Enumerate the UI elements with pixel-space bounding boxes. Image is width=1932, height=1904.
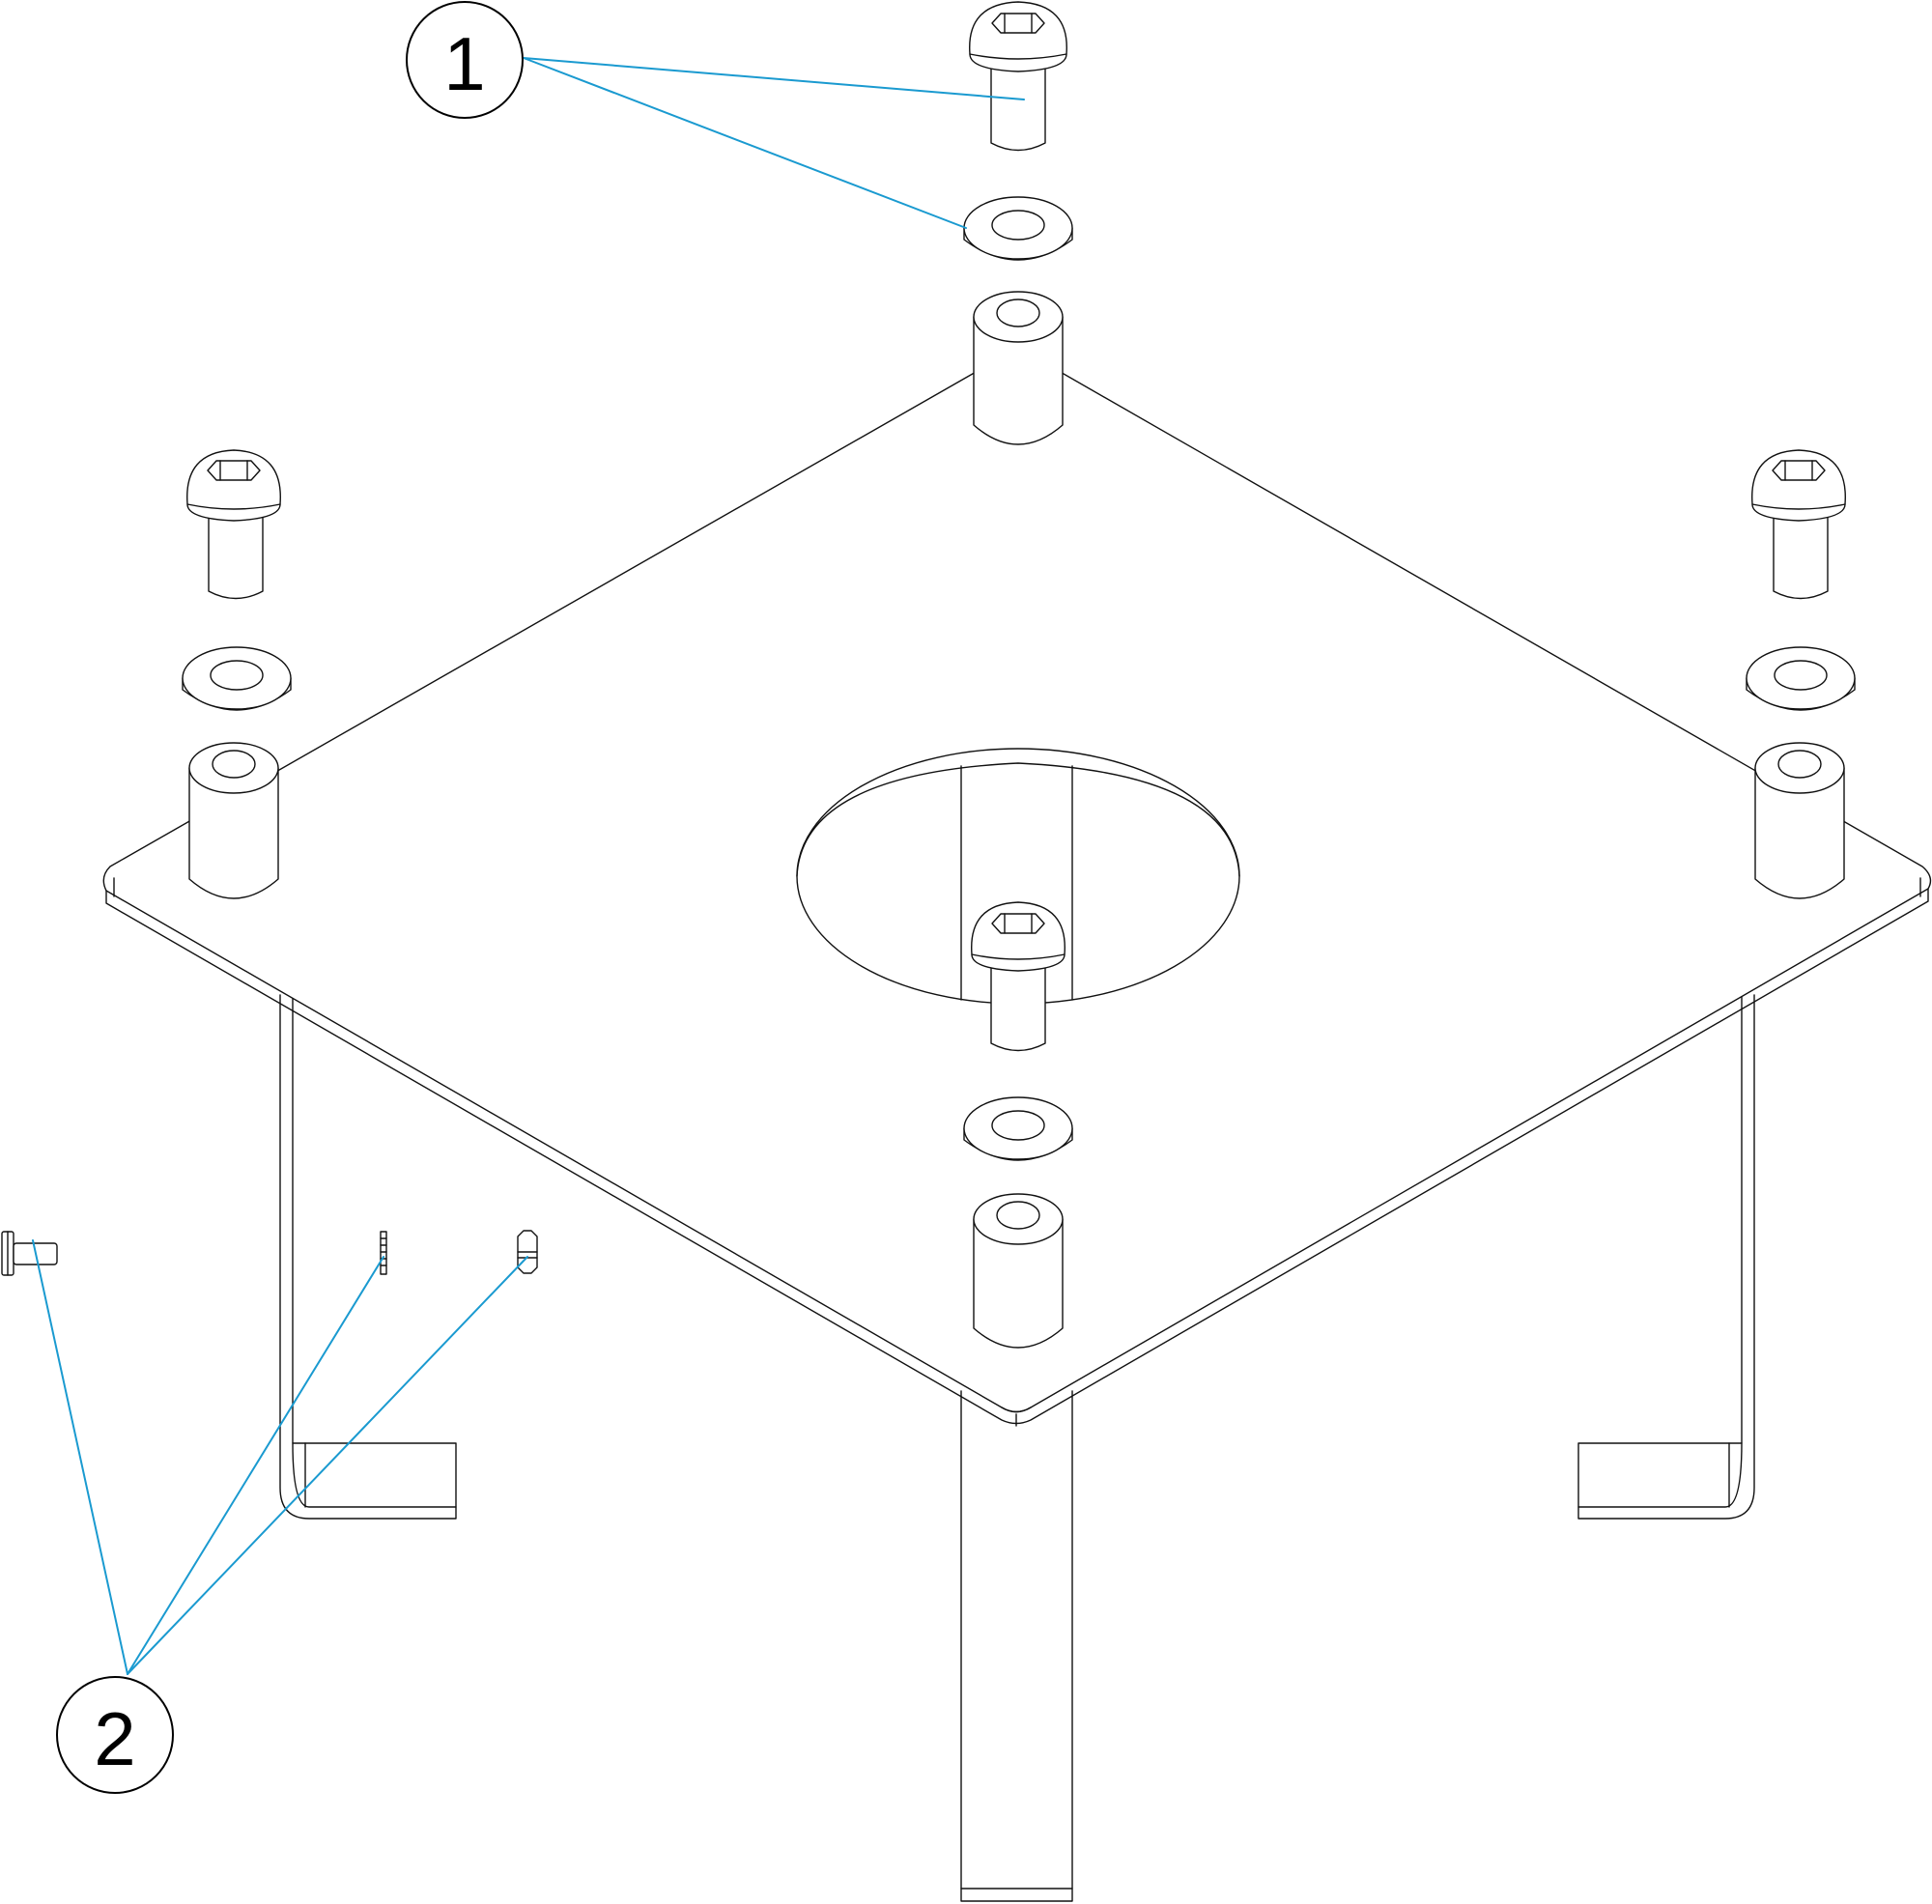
leader-lines-1	[523, 57, 1025, 229]
leader-lines-2	[32, 1239, 528, 1675]
leg-front	[960, 1390, 1073, 1902]
small-bolt	[1, 1231, 58, 1276]
standoff-left	[188, 742, 279, 899]
washer-right	[1746, 646, 1856, 711]
screw-right	[1751, 449, 1846, 600]
callout-2: 2	[56, 1676, 174, 1794]
hex-nut	[517, 1230, 538, 1274]
leader-line	[523, 57, 1025, 100]
screw-back	[969, 1, 1067, 152]
leader-line	[127, 1256, 384, 1675]
screw-left	[186, 449, 281, 600]
leg-left	[279, 994, 457, 1520]
washer-left	[182, 646, 292, 711]
leader-line	[127, 1256, 528, 1675]
callout-2-label: 2	[94, 1696, 135, 1781]
callout-1: 1	[406, 1, 524, 119]
standoff-right	[1754, 742, 1845, 899]
leg-right	[1577, 994, 1755, 1520]
washer-front	[963, 1096, 1073, 1161]
lock-washer	[380, 1231, 387, 1275]
standoff-front	[973, 1193, 1064, 1349]
washer-back	[963, 196, 1073, 261]
callout-1-label: 1	[443, 21, 485, 106]
leader-line	[523, 57, 967, 229]
leader-line	[32, 1239, 128, 1675]
screw-front	[971, 901, 1065, 1052]
standoff-back	[973, 291, 1064, 445]
